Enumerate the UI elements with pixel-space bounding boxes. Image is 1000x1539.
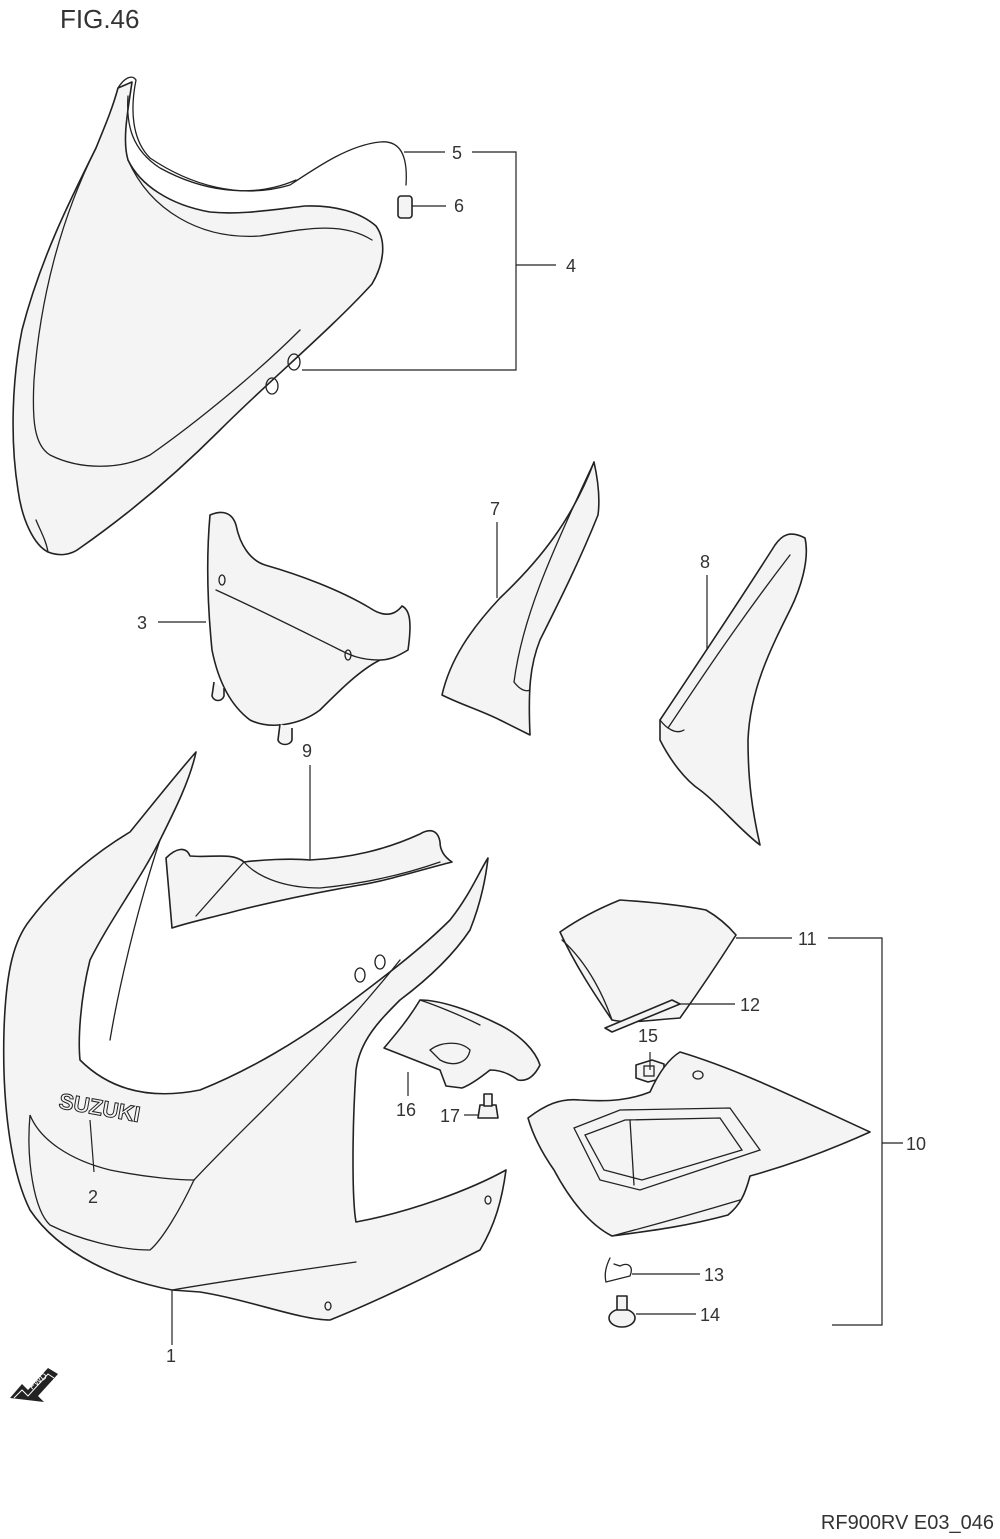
pocket-assembly-part [527, 1051, 871, 1237]
callout-1: 1 [166, 1346, 176, 1366]
callout-2: 2 [88, 1187, 98, 1207]
callout-4: 4 [566, 256, 576, 276]
callout-12: 12 [740, 995, 760, 1015]
windscreen-part [12, 81, 384, 556]
clip-part [397, 195, 413, 219]
callout-15: 15 [638, 1026, 658, 1046]
callout-7: 7 [490, 499, 500, 519]
forward-arrow-icon: FWD [10, 1368, 58, 1402]
side-panel-left-part [441, 461, 600, 736]
clip-spring-part [604, 1257, 632, 1283]
windscreen-trim-part [117, 76, 407, 192]
callout-9: 9 [302, 741, 312, 761]
lower-inner-panel-part [165, 829, 453, 929]
inner-panel-part [207, 511, 411, 746]
callout-numbers: 5 6 4 7 8 3 9 11 12 15 16 17 10 2 13 14 … [88, 143, 926, 1366]
pocket-lid-part [559, 899, 737, 1023]
callout-5: 5 [452, 143, 462, 163]
callout-3: 3 [137, 613, 147, 633]
upper-cowling-part [2, 751, 507, 1321]
figure-title: FIG.46 [60, 4, 140, 34]
callout-17: 17 [440, 1106, 460, 1126]
callout-16: 16 [396, 1100, 416, 1120]
callout-6: 6 [454, 196, 464, 216]
callout-10: 10 [906, 1134, 926, 1154]
screw-17-part [477, 1093, 499, 1119]
rivet-part [608, 1295, 636, 1328]
diagram-code: RF900RV E03_046 [820, 1512, 994, 1534]
bracket-part [383, 999, 541, 1089]
callout-14: 14 [700, 1305, 720, 1325]
callout-8: 8 [700, 552, 710, 572]
callout-11: 11 [798, 929, 817, 949]
leader-lines [89, 151, 903, 1345]
side-panel-right-part [659, 533, 808, 846]
callout-13: 13 [704, 1265, 724, 1285]
